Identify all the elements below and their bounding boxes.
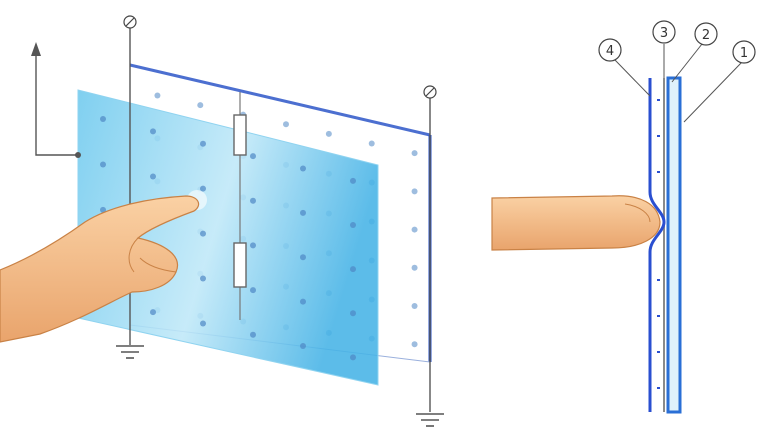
charge-dot <box>412 227 418 233</box>
callout-3: 3 <box>653 21 675 43</box>
charge-dot <box>250 198 256 204</box>
charge-dot <box>412 341 418 347</box>
resistor-icon <box>234 243 246 287</box>
charge-dot <box>200 276 206 282</box>
cross-section-charge-marks <box>657 100 660 388</box>
callout-2: 2 <box>695 23 717 45</box>
cross-section-illustration: 4 3 2 1 <box>492 21 755 412</box>
capacitive-panel-illustration <box>0 16 444 426</box>
charge-dot <box>150 128 156 134</box>
charge-dot <box>350 354 356 360</box>
ground-icon <box>416 414 444 426</box>
charge-dot <box>250 153 256 159</box>
charge-dot <box>100 116 106 122</box>
charge-dot <box>200 231 206 237</box>
charge-dot <box>200 141 206 147</box>
charge-dot <box>412 303 418 309</box>
charge-dot <box>100 161 106 167</box>
charge-dot <box>300 165 306 171</box>
charge-dot <box>412 188 418 194</box>
callout-4: 4 <box>599 39 621 61</box>
charge-dot <box>283 121 289 127</box>
protective-film-layer <box>650 78 664 412</box>
charge-dot <box>250 242 256 248</box>
resistor-icon <box>234 115 246 155</box>
charge-dot <box>350 310 356 316</box>
charge-dot <box>150 174 156 180</box>
charge-dot <box>300 299 306 305</box>
charge-dot <box>250 287 256 293</box>
charge-dot <box>350 222 356 228</box>
charge-dot <box>350 178 356 184</box>
charge-dot <box>412 265 418 271</box>
charge-dot <box>350 266 356 272</box>
charge-dot <box>200 320 206 326</box>
svg-text:1: 1 <box>740 46 748 61</box>
svg-text:4: 4 <box>606 44 614 59</box>
charge-dot <box>197 102 203 108</box>
charge-dot <box>200 186 206 192</box>
charge-dot <box>412 150 418 156</box>
callout-leader-2 <box>672 44 702 82</box>
charge-dot <box>326 131 332 137</box>
arrow-up-icon <box>31 42 81 158</box>
svg-text:3: 3 <box>660 26 668 41</box>
charge-dot <box>300 210 306 216</box>
finger-illustration <box>492 196 660 250</box>
charge-dot <box>250 332 256 338</box>
charge-dot <box>369 141 375 147</box>
charge-dot <box>300 254 306 260</box>
charge-dot <box>154 92 160 98</box>
probe-terminal-icon <box>124 16 136 28</box>
glass-substrate-layer <box>668 78 680 412</box>
charge-dot <box>300 343 306 349</box>
ground-icon <box>116 346 144 358</box>
svg-text:2: 2 <box>702 28 710 43</box>
callout-leader-4 <box>615 60 650 96</box>
callout-leader-1 <box>684 62 742 122</box>
callout-1: 1 <box>733 41 755 63</box>
charge-dot <box>150 309 156 315</box>
probe-terminal-icon <box>424 86 436 98</box>
